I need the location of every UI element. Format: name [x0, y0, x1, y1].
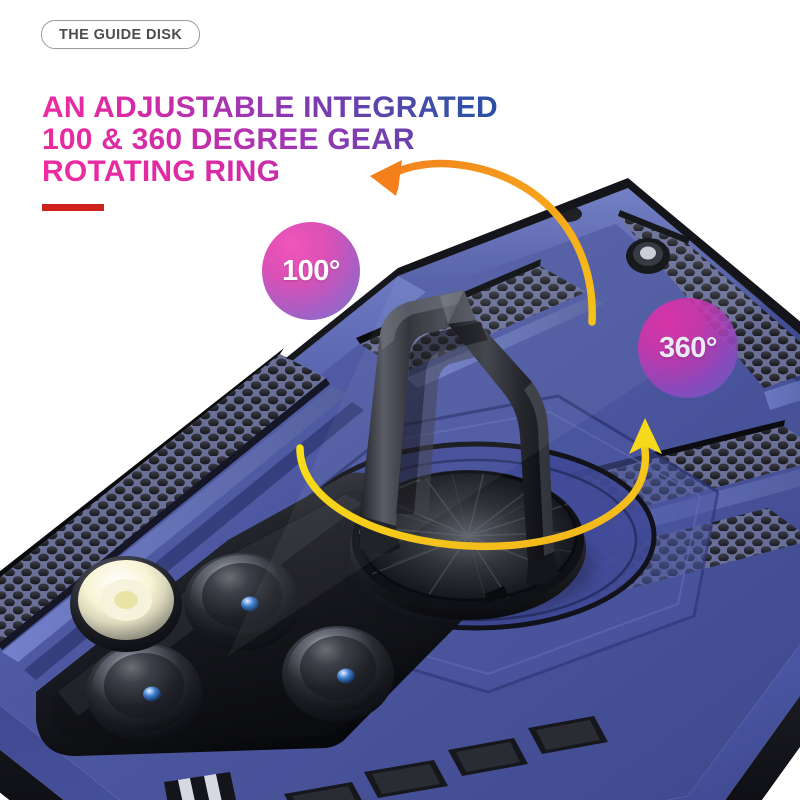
- case-body-side: [0, 644, 800, 800]
- grip-stripes: [164, 772, 236, 800]
- page-title: AN ADJUSTABLE INTEGRATED 100 & 360 DEGRE…: [42, 92, 498, 188]
- camera-lens-top: [184, 553, 300, 651]
- camera-lens-right: [282, 626, 394, 722]
- accent-underline: [42, 204, 104, 211]
- headline-line-2: 100 & 360 DEGREE GEAR: [42, 124, 498, 156]
- callout-badge-100-degrees: 100°: [262, 222, 360, 320]
- callout-label-100: 100°: [282, 254, 340, 287]
- camera-flash: [70, 556, 182, 652]
- guide-disk-pill-badge: THE GUIDE DISK: [41, 20, 201, 49]
- product-image-phone-case: [0, 96, 800, 800]
- guide-disk-badge-label: THE GUIDE DISK: [59, 26, 183, 43]
- headline-line-3: ROTATING RING: [42, 156, 498, 188]
- side-buttons: [284, 716, 608, 800]
- camera-lens-bottom: [86, 643, 202, 741]
- callout-label-360: 360°: [659, 331, 717, 364]
- headline-line-1: AN ADJUSTABLE INTEGRATED: [42, 91, 498, 125]
- callout-badge-360-degrees: 360°: [638, 298, 738, 398]
- bottom-edge-details: [164, 772, 236, 800]
